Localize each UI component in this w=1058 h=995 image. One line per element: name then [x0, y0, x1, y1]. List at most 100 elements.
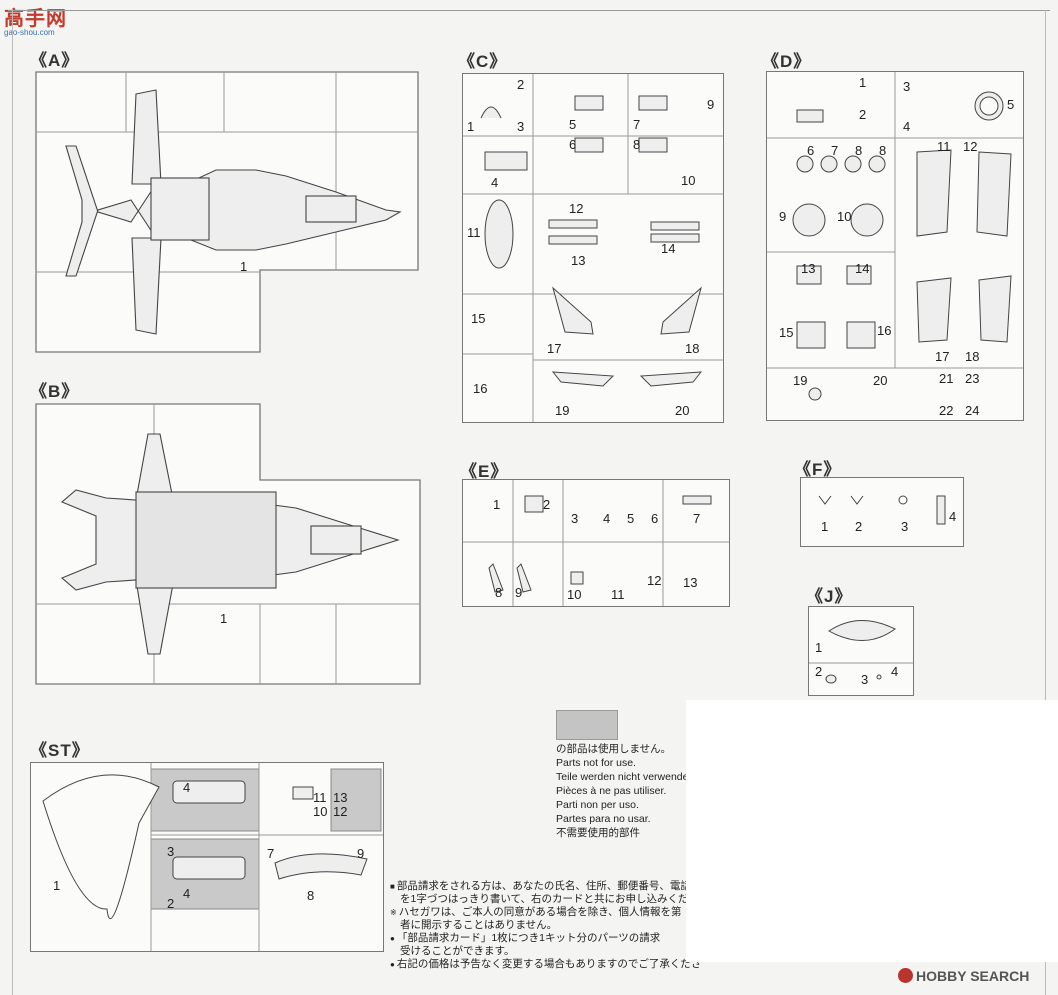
- part-label-f3: 3: [901, 519, 909, 534]
- parts-order-notes: 部品請求をされる方は、あなたの氏名、住所、郵便番号、電話番号 を1字づつはっきり…: [390, 880, 712, 971]
- part-label-d17: 17: [935, 349, 950, 364]
- sprue-a: 1: [35, 71, 419, 353]
- part-label-f1: 1: [821, 519, 829, 534]
- part-label-e2: 2: [543, 497, 551, 512]
- part-label-d24: 24: [965, 403, 980, 418]
- part-label-d2: 2: [859, 107, 867, 122]
- part-label-st3: 3: [167, 844, 175, 859]
- part-label-d8b: 8: [879, 143, 887, 158]
- order-line-3: ハセガワは、ご本人の同意がある場合を除き、個人情報を第: [390, 906, 712, 919]
- part-label-f2: 2: [855, 519, 863, 534]
- frame-right-line: [1045, 10, 1046, 995]
- part-label-c20: 20: [675, 403, 690, 418]
- part-label-d1: 1: [859, 75, 867, 90]
- sprue-c-drawing: [463, 74, 723, 422]
- not-for-use-swatch: [556, 710, 618, 740]
- part-label-c6: 6: [569, 137, 577, 152]
- sprue-st: 1 2 3 4 4 7 8 9 10 11 12 13: [30, 762, 384, 952]
- part-label-d5: 5: [1007, 97, 1015, 112]
- part-label-c18: 18: [685, 341, 700, 356]
- part-label-e7: 7: [693, 511, 701, 526]
- part-label-e11: 11: [611, 587, 625, 602]
- part-label-c7: 7: [633, 117, 641, 132]
- part-label-d20: 20: [873, 373, 888, 388]
- part-label-j2: 2: [815, 664, 823, 679]
- watermark-text: 高手网: [4, 8, 67, 30]
- part-label-st10: 10: [313, 804, 328, 819]
- part-label-c4: 4: [491, 175, 499, 190]
- order-line-1: 部品請求をされる方は、あなたの氏名、住所、郵便番号、電話番号: [390, 880, 712, 893]
- part-label-c16: 16: [473, 381, 488, 396]
- part-label-c3: 3: [517, 119, 525, 134]
- sprue-d-drawing: [767, 72, 1023, 401]
- order-line-7: 右記の価格は予告なく変更する場合もありますのでご了承くださ: [390, 958, 712, 971]
- section-title-b: 《B》: [30, 382, 80, 401]
- part-label-c2: 2: [517, 77, 525, 92]
- section-title-f: 《F》: [794, 460, 842, 479]
- hobby-search-logo: HOBBY SEARCH: [898, 968, 1029, 984]
- part-label-d3: 3: [903, 79, 911, 94]
- part-label-st11: 11: [313, 790, 327, 805]
- part-label-j1: 1: [815, 640, 823, 655]
- part-label-a1: 1: [240, 259, 248, 274]
- part-label-c19: 19: [555, 403, 570, 418]
- part-label-f4: 4: [949, 509, 957, 524]
- part-label-j4: 4: [891, 664, 899, 679]
- order-line-5: 「部品請求カード」1枚につき1キット分のパーツの請求: [390, 932, 712, 945]
- part-label-e12: 12: [647, 573, 662, 588]
- order-line-4: 者に開示することはありません。: [400, 919, 558, 931]
- sprue-f-drawing: [818, 495, 946, 525]
- notes-line-de: Teile werden nicht verwende: [556, 771, 689, 783]
- part-label-d7: 7: [831, 143, 839, 158]
- watermark-url: gao-shou.com: [4, 28, 55, 37]
- section-title-e: 《E》: [460, 462, 509, 481]
- sprue-j-drawing: [809, 620, 913, 684]
- part-label-d4: 4: [903, 119, 911, 134]
- sprue-a-drawing: [35, 71, 419, 353]
- sprue-f: 1 2 3 4: [800, 477, 964, 547]
- part-label-e6: 6: [651, 511, 659, 526]
- part-label-d12: 12: [963, 139, 978, 154]
- part-label-d15: 15: [779, 325, 794, 340]
- part-label-e3: 3: [571, 511, 579, 526]
- part-label-d18: 18: [965, 349, 980, 364]
- part-label-b1: 1: [220, 611, 228, 626]
- part-label-e10: 10: [567, 587, 582, 602]
- part-label-c10: 10: [681, 173, 696, 188]
- part-label-d21: 21: [939, 371, 954, 386]
- notes-line-fr: Pièces à ne pas utiliser.: [556, 785, 667, 797]
- part-label-d14: 14: [855, 261, 870, 276]
- part-label-st7: 7: [267, 846, 275, 861]
- part-label-st8: 8: [307, 888, 315, 903]
- sprue-d: 1 2 3 4 5 6 7 8 8 9 10 11 12 13 14 15 16…: [766, 71, 1024, 421]
- part-label-d9: 9: [779, 209, 787, 224]
- part-label-c14: 14: [661, 241, 676, 256]
- part-label-st13: 13: [333, 790, 348, 805]
- part-label-st4a: 4: [183, 780, 191, 795]
- part-label-d16: 16: [877, 323, 892, 338]
- part-label-d23: 23: [965, 371, 980, 386]
- part-label-c11: 11: [467, 225, 481, 240]
- notes-line-zh: 不需要使用的部件: [556, 827, 640, 839]
- part-label-c1: 1: [467, 119, 475, 134]
- section-title-j: 《J》: [806, 587, 853, 606]
- part-label-d22: 22: [939, 403, 954, 418]
- part-label-d11: 11: [937, 139, 951, 154]
- part-label-st9: 9: [357, 846, 365, 861]
- part-label-e5: 5: [627, 511, 635, 526]
- part-label-st12: 12: [333, 804, 348, 819]
- part-label-d6: 6: [807, 143, 815, 158]
- part-label-c12: 12: [569, 201, 584, 216]
- section-title-c: 《C》: [458, 52, 508, 71]
- part-label-e1: 1: [493, 497, 501, 512]
- part-label-c5: 5: [569, 117, 577, 132]
- part-label-e8: 8: [495, 585, 503, 600]
- part-label-c8: 8: [633, 137, 641, 152]
- brand-name: HOBBY SEARCH: [916, 968, 1030, 984]
- part-label-d13: 13: [801, 261, 816, 276]
- sprue-j: 1 2 3 4: [808, 606, 914, 696]
- notes-line-ja: の部品は使用しません。: [556, 743, 672, 755]
- not-for-use-notes: の部品は使用しません。 Parts not for use. Teile wer…: [556, 742, 689, 840]
- notes-line-en: Parts not for use.: [556, 757, 636, 769]
- part-label-d10: 10: [837, 209, 852, 224]
